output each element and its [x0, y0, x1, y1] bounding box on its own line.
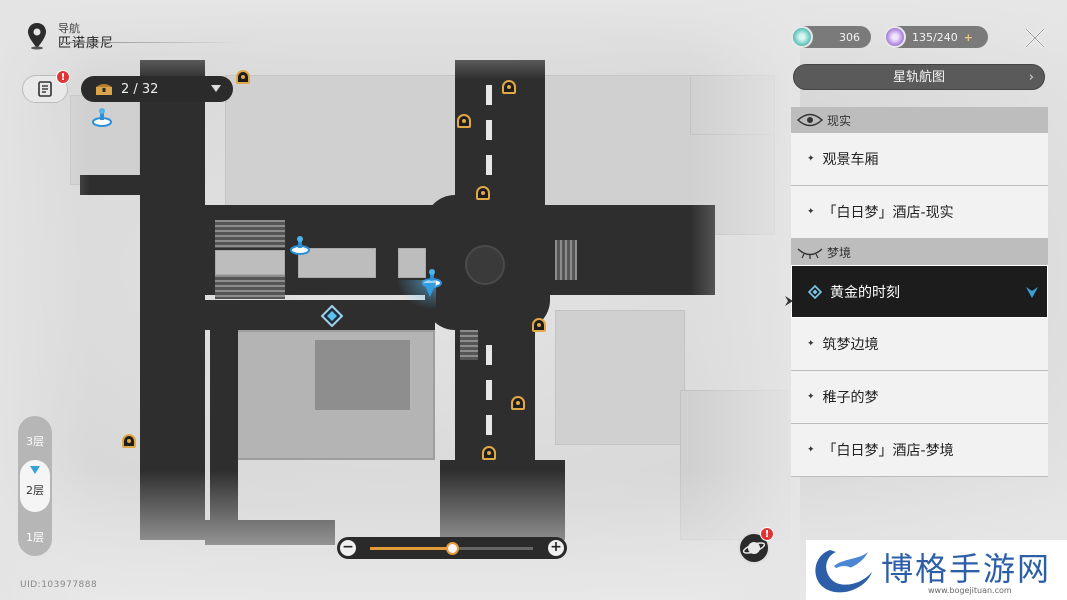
player-uid: UID:103977888: [20, 580, 98, 590]
bell-marker-icon[interactable]: [455, 110, 473, 130]
map-building: [690, 75, 775, 135]
eye-icon: [797, 113, 823, 127]
chevron-down-icon: [211, 85, 221, 92]
section-header-reality: 现实: [791, 107, 1048, 133]
bell-marker-icon[interactable]: [530, 314, 548, 334]
stellar-jade-icon: [791, 26, 813, 48]
navigation-header: 导航 匹诺康尼: [26, 22, 114, 53]
nav-location-name: 匹诺康尼: [58, 36, 115, 51]
map-item-label: 筑梦边境: [822, 337, 879, 353]
planet-icon: [742, 542, 766, 554]
map-stairs: [555, 240, 577, 280]
map-item-label: 稚子的梦: [822, 390, 879, 406]
map-building: [680, 390, 790, 540]
map-road: [455, 60, 545, 210]
map-road: [440, 460, 565, 540]
nav-title: 导航: [58, 22, 80, 35]
watermark-title: 博格手游网: [881, 550, 1052, 588]
zoom-slider-handle[interactable]: [445, 542, 459, 555]
section-header-dreamscape: 梦境: [791, 239, 1048, 265]
space-anchor-icon[interactable]: [289, 235, 311, 257]
trailblaze-power-value: 135/240: [912, 30, 958, 44]
map-item-hotel-dreamscape[interactable]: ✦ 「白日梦」酒店-梦境: [791, 424, 1048, 477]
star-bullet-icon: ✦: [807, 339, 815, 349]
bell-marker-icon[interactable]: [234, 66, 252, 86]
current-location-diamond-icon: [808, 284, 822, 299]
map-item-childs-dream[interactable]: ✦ 稚子的梦: [791, 371, 1048, 424]
star-bullet-icon: ✦: [807, 445, 815, 455]
zoom-in-button[interactable]: +: [548, 540, 564, 556]
space-anchor-icon[interactable]: [91, 107, 113, 129]
floor-1-button[interactable]: 1层: [26, 531, 44, 544]
map-building: [315, 340, 410, 410]
map-item-label: 「白日梦」酒店-现实: [822, 205, 954, 221]
trailblaze-power-icon: [884, 26, 906, 48]
plaza-fountain-circle: [465, 245, 505, 285]
star-bullet-icon: ✦: [807, 207, 815, 217]
star-rail-map-label: 星轨航图: [892, 70, 945, 85]
bell-marker-icon[interactable]: [500, 76, 518, 96]
map-stairs: [215, 220, 285, 248]
zoom-slider[interactable]: [370, 542, 533, 555]
map-item-hotel-reality[interactable]: ✦ 「白日梦」酒店-现实: [791, 186, 1048, 239]
closed-eye-icon: [797, 248, 823, 259]
treasure-counter-dropdown[interactable]: 2 / 32: [81, 76, 233, 102]
journal-icon: [38, 81, 52, 97]
mission-tracker-button[interactable]: [738, 532, 770, 564]
watermark: 博格手游网 www.bogejituan.com: [806, 540, 1067, 600]
map-stairs: [215, 275, 285, 299]
mission-alert-badge: !: [760, 527, 774, 541]
trailblaze-power-counter[interactable]: 135/240 +: [884, 26, 988, 48]
watermark-logo-icon: [815, 550, 872, 593]
map-road: [140, 60, 205, 540]
current-floor-arrow-icon: [30, 466, 40, 474]
bell-marker-icon[interactable]: [474, 182, 492, 202]
map-item-observation-car[interactable]: ✦ 观景车厢: [791, 133, 1048, 186]
stellar-jade-value: 306: [839, 30, 860, 44]
stellar-jade-counter: 306: [791, 26, 871, 48]
zoom-control: − +: [337, 537, 567, 559]
floor-label: 2层: [26, 484, 44, 497]
map-road: [205, 520, 335, 545]
close-icon[interactable]: [1022, 25, 1048, 51]
map-building: [398, 248, 426, 278]
bell-marker-icon[interactable]: [480, 442, 498, 462]
bell-marker-icon[interactable]: [509, 392, 527, 412]
zoom-out-button[interactable]: −: [340, 540, 356, 556]
watermark-url: www.bogejituan.com: [928, 586, 1012, 595]
map-stairs: [460, 330, 478, 360]
section-title: 现实: [827, 113, 852, 128]
add-power-button[interactable]: +: [963, 30, 973, 44]
bell-marker-icon[interactable]: [120, 430, 138, 450]
map-item-label: 黄金的时刻: [830, 284, 900, 301]
floor-selector: 3层 2层 1层: [18, 416, 52, 556]
star-bullet-icon: ✦: [807, 154, 815, 164]
chevron-right-icon: ›: [1028, 70, 1034, 85]
player-here-chevron-icon: [1026, 287, 1038, 298]
map-road: [80, 175, 150, 195]
section-title: 梦境: [827, 245, 852, 260]
star-bullet-icon: ✦: [807, 392, 815, 402]
map-building: [298, 248, 376, 278]
map-item-golden-hour[interactable]: 黄金的时刻: [791, 265, 1048, 318]
map-item-dream-edge[interactable]: ✦ 筑梦边境: [791, 318, 1048, 371]
map-selection-panel: 星轨航图 › 现实 ✦ 观景车厢 ✦ 「白日梦」酒店-现实 梦境 黄金的时刻 ✦…: [791, 64, 1048, 477]
floor-3-button[interactable]: 3层: [26, 435, 44, 448]
star-rail-map-button[interactable]: 星轨航图 ›: [793, 64, 1045, 90]
floor-2-button[interactable]: 2层: [20, 460, 50, 512]
player-arrow-icon: [424, 283, 436, 297]
nav-divider: [60, 42, 240, 43]
map-road: [210, 330, 238, 520]
map-building: [215, 250, 285, 275]
map-building: [555, 310, 685, 445]
map-item-label: 观景车厢: [822, 152, 879, 168]
location-pin-icon: [28, 23, 46, 50]
map-item-label: 「白日梦」酒店-梦境: [822, 443, 954, 459]
treasure-chest-icon: [96, 84, 112, 95]
treasure-count: 2 / 32: [121, 81, 159, 97]
zoom-slider-fill: [370, 547, 452, 550]
selection-pointer-icon: [785, 296, 793, 306]
calyx-anchor-icon[interactable]: [320, 304, 344, 328]
journal-alert-badge: !: [56, 70, 70, 84]
